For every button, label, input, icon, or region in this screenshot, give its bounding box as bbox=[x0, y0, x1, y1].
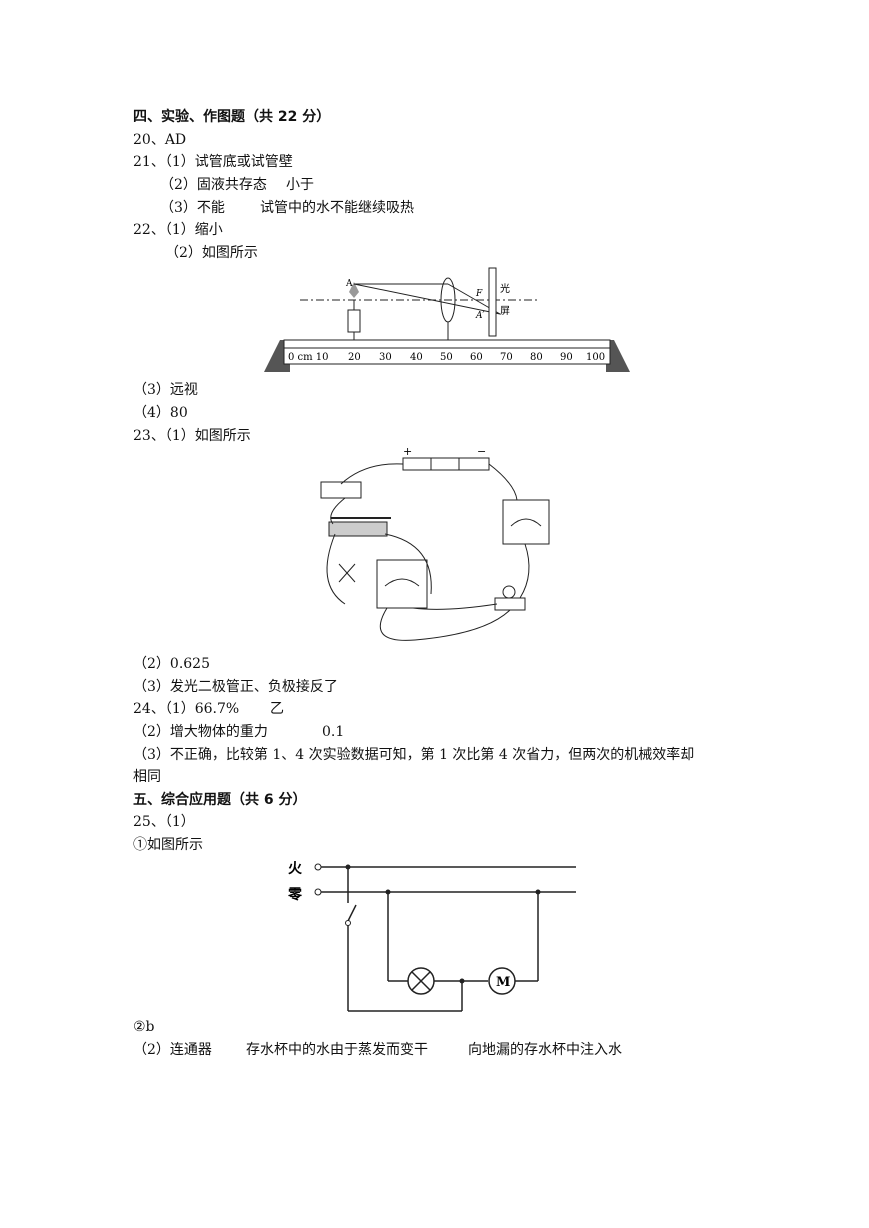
candle-flame bbox=[349, 282, 359, 298]
rheostat bbox=[328, 521, 388, 537]
answer-25-1a: ①如图所示 bbox=[133, 837, 203, 853]
scale-tick: 100 bbox=[586, 352, 605, 363]
circuit-figure: + − bbox=[320, 445, 550, 641]
answer-23-3: （3）发光二极管正、负极接反了 bbox=[133, 679, 338, 695]
scale-tick: 70 bbox=[500, 352, 513, 363]
answer-25-2a: （2）连通器 bbox=[133, 1042, 212, 1058]
scale-tick: 60 bbox=[470, 352, 483, 363]
answer-21-1: 21、（1）试管底或试管壁 bbox=[133, 154, 293, 170]
answer-23-2: （2）0.625 bbox=[133, 656, 210, 672]
bench-scale bbox=[283, 347, 611, 365]
answer-24-2a: （2）增大物体的重力 bbox=[133, 724, 268, 740]
answer-25-2b: 存水杯中的水由于蒸发而变干 bbox=[246, 1042, 428, 1058]
meter-center bbox=[376, 559, 428, 609]
light-screen bbox=[488, 267, 497, 337]
answer-21-3a: （3）不能 bbox=[160, 200, 225, 216]
answer-20: 20、AD bbox=[133, 132, 187, 148]
household-circuit-figure: 火 零 M bbox=[287, 861, 576, 1012]
screen-label-2: 屏 bbox=[500, 305, 510, 317]
switch bbox=[347, 904, 357, 922]
answer-22-3: （3）远视 bbox=[133, 382, 198, 398]
answer-22-4: （4）80 bbox=[133, 405, 188, 421]
answer-25-2c: 向地漏的存水杯中注入水 bbox=[468, 1042, 622, 1058]
battery-plus: + bbox=[403, 445, 412, 458]
meter-right bbox=[502, 499, 550, 545]
answer-24-2b: 0.1 bbox=[322, 724, 345, 740]
scale-tick: 0 cm 10 bbox=[288, 352, 329, 363]
neutral-wire-label: 零 bbox=[287, 886, 303, 903]
label-a: A bbox=[345, 279, 353, 289]
bench-rail bbox=[283, 339, 611, 349]
scale-tick: 80 bbox=[530, 352, 543, 363]
live-wire-label: 火 bbox=[288, 861, 303, 877]
answer-25-1b: ②b bbox=[133, 1019, 155, 1035]
answer-21-2b: 小于 bbox=[286, 177, 314, 193]
answer-24-1a: 24、（1）66.7% bbox=[133, 701, 240, 717]
answer-25-1: 25、（1） bbox=[133, 814, 195, 830]
answer-22-2: （2）如图所示 bbox=[165, 245, 258, 261]
scale-tick: 50 bbox=[440, 352, 453, 363]
scale-tick: 30 bbox=[379, 352, 392, 363]
section-title: 四、实验、作图题（共 22 分） bbox=[133, 109, 331, 125]
label-a-prime: A′ bbox=[475, 311, 485, 321]
switch bbox=[320, 481, 362, 499]
scale-tick: 40 bbox=[410, 352, 423, 363]
candle-body bbox=[347, 309, 361, 333]
screen-label-1: 光 bbox=[500, 282, 510, 295]
answer-23-1: 23、（1）如图所示 bbox=[133, 428, 251, 444]
answer-24-1b: 乙 bbox=[270, 701, 284, 717]
answer-21-2a: （2）固液共存态 bbox=[160, 177, 267, 193]
motor-label: M bbox=[496, 975, 510, 990]
bulb bbox=[502, 585, 516, 599]
battery-minus: − bbox=[477, 445, 486, 458]
answer-22-1: 22、（1）缩小 bbox=[133, 222, 223, 238]
answer-24-3b: 相同 bbox=[133, 769, 161, 785]
scale-tick: 90 bbox=[560, 352, 573, 363]
label-f: F bbox=[475, 289, 483, 299]
optics-bench-figure: A F A′ 光 屏 0 cm 10 20 30 40 50 60 70 80 … bbox=[264, 267, 630, 372]
answer-21-3b: 试管中的水不能继续吸热 bbox=[260, 200, 414, 216]
section-title: 五、综合应用题（共 6 分） bbox=[133, 792, 307, 808]
battery-pack bbox=[402, 457, 490, 471]
scale-tick: 20 bbox=[348, 352, 361, 363]
bench-right-foot bbox=[606, 340, 630, 372]
answer-24-3: （3）不正确，比较第 1、4 次实验数据可知，第 1 次比第 4 次省力，但两次… bbox=[133, 747, 695, 763]
